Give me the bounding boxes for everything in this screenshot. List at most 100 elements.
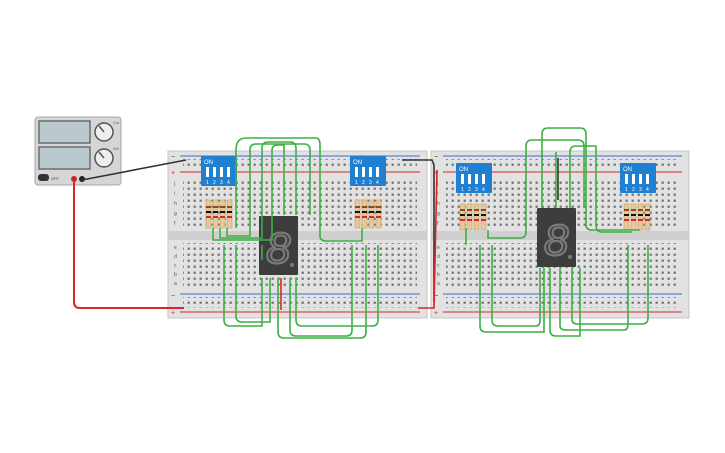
row-letter: i (174, 191, 175, 197)
dip-toggle[interactable] (220, 167, 223, 177)
dip-switch-3[interactable]: ON 1 2 3 4 (456, 163, 492, 193)
dip-toggle[interactable] (482, 174, 485, 184)
rail-minus-label: − (434, 154, 438, 161)
row-letter: f (174, 221, 176, 227)
green-wire[interactable] (295, 245, 379, 327)
row-letter: g (174, 211, 177, 217)
dip-toggle[interactable] (355, 167, 358, 177)
voltage-knob-label: Vol (113, 146, 119, 151)
power-switch-label: OFF (51, 176, 60, 181)
row-letter: f (437, 221, 439, 227)
resistor[interactable] (473, 203, 480, 231)
dip-toggle[interactable] (206, 167, 209, 177)
seven-segment-display-2[interactable]: 8 (537, 208, 576, 267)
positive-terminal[interactable] (71, 176, 77, 182)
dip-position-label: 3 (475, 187, 478, 193)
dip-position-label: 3 (639, 187, 642, 193)
row-letter: d (174, 254, 177, 260)
decimal-point (568, 255, 572, 259)
row-letter: e (174, 245, 177, 251)
dip-toggle[interactable] (625, 174, 628, 184)
resistor[interactable] (375, 199, 382, 229)
rail-minus-label: − (434, 293, 438, 300)
rail-plus-label: + (434, 310, 438, 317)
dip-toggle[interactable] (213, 167, 216, 177)
green-wire[interactable] (277, 245, 367, 339)
dip-toggle[interactable] (475, 174, 478, 184)
black-bridge-wire[interactable] (402, 159, 435, 302)
resistor-bank-3[interactable] (459, 203, 487, 231)
dip-toggle[interactable] (468, 174, 471, 184)
rail-minus-label: − (171, 154, 175, 161)
green-wire[interactable] (487, 139, 585, 239)
decimal-point (290, 263, 294, 267)
green-wire[interactable] (549, 268, 581, 337)
green-wire[interactable] (226, 143, 311, 237)
rail-plus-label: + (171, 310, 175, 317)
dip-toggle[interactable] (369, 167, 372, 177)
green-wire[interactable] (571, 245, 649, 325)
dip-on-label: ON (459, 167, 468, 173)
resistor[interactable] (644, 203, 651, 231)
resistor[interactable] (219, 199, 226, 229)
resistor[interactable] (354, 199, 361, 229)
dip-position-label: 4 (646, 187, 649, 193)
resistor[interactable] (459, 203, 466, 231)
resistor-bank-1[interactable] (205, 199, 233, 229)
dip-position-label: 1 (461, 187, 464, 193)
dip-toggle[interactable] (632, 174, 635, 184)
green-wire[interactable] (479, 245, 545, 333)
resistor[interactable] (637, 203, 644, 231)
dip-toggle[interactable] (227, 167, 230, 177)
seven-segment-display-1[interactable]: 8 (259, 216, 298, 275)
green-wire[interactable] (212, 144, 285, 241)
dip-position-label: 2 (632, 187, 635, 193)
rail-plus-label: + (434, 170, 438, 177)
rail-minus-label: − (171, 293, 175, 300)
resistor[interactable] (368, 199, 375, 229)
dip-position-label: 2 (213, 180, 216, 186)
green-wire[interactable] (289, 245, 353, 337)
dip-toggle[interactable] (362, 167, 365, 177)
dip-position-label: 1 (355, 180, 358, 186)
green-wire[interactable] (219, 141, 297, 239)
power-supply-display-bottom (38, 146, 91, 170)
green-wire[interactable] (541, 127, 640, 231)
resistor[interactable] (623, 203, 630, 231)
black-ground-wire[interactable] (81, 159, 187, 181)
green-wire[interactable] (491, 245, 541, 327)
row-letter: h (437, 201, 440, 207)
dip-toggle[interactable] (376, 167, 379, 177)
resistor[interactable] (212, 199, 219, 229)
dip-position-label: 1 (206, 180, 209, 186)
dip-toggle[interactable] (646, 174, 649, 184)
green-wire[interactable] (223, 245, 263, 327)
dip-on-label: ON (204, 160, 213, 166)
resistor[interactable] (466, 203, 473, 231)
power-switch[interactable] (38, 174, 49, 181)
green-wires-board2[interactable] (465, 127, 649, 337)
green-wire[interactable] (235, 137, 363, 242)
resistor[interactable] (226, 199, 233, 229)
dip-switch-1[interactable]: ON 1 2 3 4 (201, 156, 237, 186)
resistor[interactable] (361, 199, 368, 229)
dip-toggle[interactable] (461, 174, 464, 184)
resistor[interactable] (630, 203, 637, 231)
resistor[interactable] (205, 199, 212, 229)
dip-position-label: 3 (220, 180, 223, 186)
dip-position-label: 4 (482, 187, 485, 193)
green-wire[interactable] (559, 245, 629, 331)
seven-segment-digit: 8 (266, 224, 291, 273)
row-letter: e (437, 245, 440, 251)
red-power-wire[interactable] (73, 182, 184, 309)
dip-toggle[interactable] (639, 174, 642, 184)
green-wires-board1[interactable] (212, 137, 379, 339)
dip-switch-2[interactable]: ON 1 2 3 4 (350, 156, 386, 186)
resistor-bank-2[interactable] (354, 199, 382, 229)
resistor[interactable] (480, 203, 487, 231)
red-bridge-wire[interactable] (418, 169, 438, 309)
dip-switch-4[interactable]: ON 1 2 3 4 (620, 163, 656, 193)
green-wire[interactable] (235, 245, 271, 323)
green-wire[interactable] (569, 145, 632, 233)
